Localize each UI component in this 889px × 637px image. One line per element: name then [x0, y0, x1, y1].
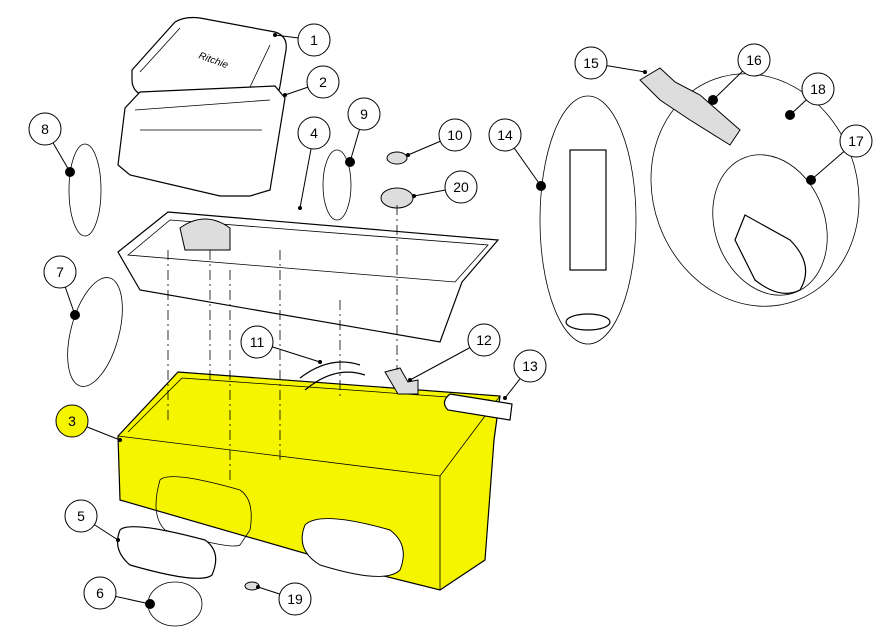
part-3-base[interactable]	[117, 371, 501, 591]
callout-circle	[297, 116, 331, 150]
callout-circle	[43, 255, 77, 289]
part-10-plug[interactable]	[386, 151, 408, 165]
callout-20[interactable]: 20	[412, 170, 478, 204]
callout-1[interactable]: 1	[273, 23, 331, 57]
callout-circle	[64, 499, 98, 533]
callout-9[interactable]: 9	[345, 97, 381, 167]
callout-circle	[839, 124, 873, 158]
leader-arrow	[318, 360, 322, 364]
callout-10[interactable]: 10	[406, 118, 472, 157]
callout-number: 10	[447, 127, 463, 143]
callout-circle	[240, 325, 274, 359]
callout-number: 4	[310, 125, 318, 141]
callout-number: 12	[476, 332, 492, 348]
callout-circle	[55, 404, 89, 438]
callout-number: 13	[522, 358, 538, 374]
callout-number: 6	[96, 585, 104, 601]
callout-circle	[488, 118, 522, 152]
leader-arrow	[283, 93, 287, 97]
part-15-16-valve[interactable]	[639, 67, 741, 146]
leader-arrow	[118, 438, 122, 442]
callout-14[interactable]: 14	[488, 118, 546, 191]
callout-19[interactable]: 19	[256, 582, 312, 616]
callout-number: 14	[497, 127, 513, 143]
callout-number: 3	[68, 413, 76, 429]
leader-arrow	[406, 153, 410, 157]
part-5-cover[interactable]	[117, 526, 217, 579]
callout-3[interactable]: 3	[55, 404, 122, 442]
callout-6[interactable]: 6	[83, 576, 155, 610]
part-7-hardware[interactable]	[57, 272, 132, 393]
callout-number: 20	[453, 179, 469, 195]
callout-12[interactable]: 12	[408, 323, 501, 382]
callout-circle	[444, 170, 478, 204]
callout-15[interactable]: 15	[574, 46, 647, 80]
leader-arrow	[643, 70, 647, 74]
part-8-screw-set[interactable]	[68, 143, 102, 237]
callout-circle	[438, 118, 472, 152]
callout-7[interactable]: 7	[43, 255, 80, 320]
callout-11[interactable]: 11	[240, 325, 322, 364]
callout-number: 11	[250, 334, 265, 350]
callout-circle	[306, 65, 340, 99]
leader-dot	[806, 175, 816, 185]
callout-number: 7	[56, 264, 64, 280]
callout-17[interactable]: 17	[806, 124, 873, 185]
callout-number: 1	[310, 32, 318, 48]
leader-arrow	[116, 538, 120, 542]
callout-number: 8	[41, 121, 49, 137]
callout-18[interactable]: 18	[785, 72, 835, 120]
standpipe	[569, 149, 607, 271]
leader-arrow	[298, 206, 302, 210]
callout-circle	[297, 23, 331, 57]
callout-circle	[278, 582, 312, 616]
leader-dot	[785, 110, 795, 120]
callout-circle	[83, 576, 117, 610]
callout-number: 18	[810, 81, 826, 97]
callout-13[interactable]: 13	[503, 349, 547, 400]
callout-number: 5	[77, 508, 85, 524]
part-9-screw-set[interactable]	[322, 149, 352, 221]
callout-number: 9	[360, 106, 368, 122]
callout-16[interactable]: 16	[708, 43, 771, 105]
leader-arrow	[503, 396, 507, 400]
callout-circle	[347, 97, 381, 131]
callout-circle	[801, 72, 835, 106]
callout-circle	[513, 349, 547, 383]
callout-circle	[28, 112, 62, 146]
leader-dot	[65, 167, 75, 177]
leader-arrow	[273, 33, 277, 37]
callout-number: 15	[583, 55, 599, 71]
part-13-hose[interactable]	[443, 393, 513, 421]
leader-dot	[536, 181, 546, 191]
callout-8[interactable]: 8	[28, 112, 75, 177]
callout-2[interactable]: 2	[283, 65, 340, 99]
part-2-inner-box[interactable]	[117, 85, 286, 197]
callout-circle	[737, 43, 771, 77]
callout-number: 2	[319, 74, 327, 90]
leader-dot	[145, 599, 155, 609]
callout-number: 19	[287, 591, 303, 607]
callout-circle	[467, 323, 501, 357]
part-6-fasteners[interactable]	[147, 581, 203, 627]
leader-dot	[345, 157, 355, 167]
callout-5[interactable]: 5	[64, 499, 120, 542]
float	[734, 214, 807, 294]
callout-number: 17	[848, 133, 864, 149]
callout-4[interactable]: 4	[297, 116, 331, 210]
leader-arrow	[256, 585, 260, 589]
part-12-elbow[interactable]	[384, 367, 419, 395]
leader-dot	[708, 95, 718, 105]
callout-number: 16	[746, 52, 762, 68]
part-4-drain-pan[interactable]	[117, 211, 500, 343]
leader-arrow	[408, 378, 412, 382]
callout-circle	[574, 46, 608, 80]
part-11-wire[interactable]	[299, 361, 366, 391]
part-14-standpipe-assembly[interactable]	[539, 95, 637, 345]
leader-arrow	[412, 194, 416, 198]
leader-dot	[70, 310, 80, 320]
